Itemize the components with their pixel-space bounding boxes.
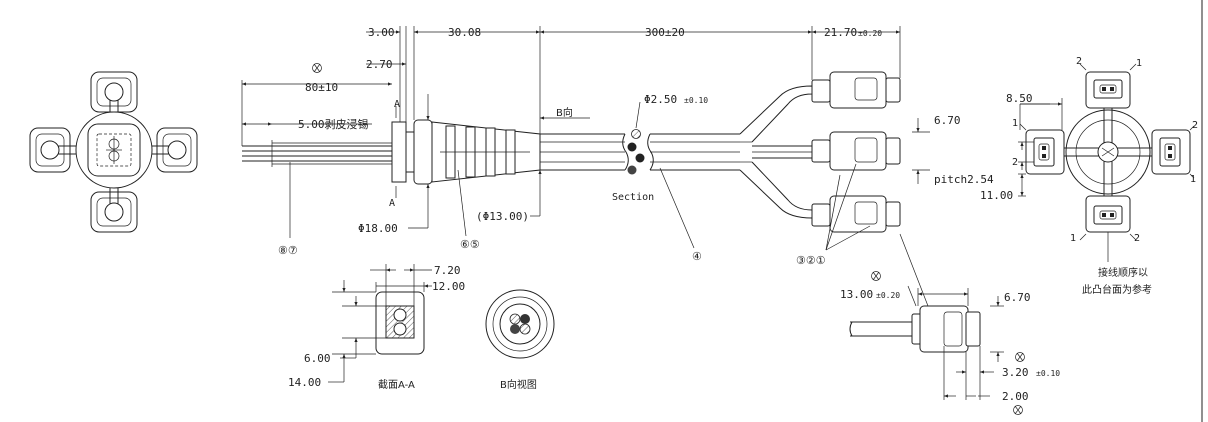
dim-13-00-tol: ±0.20 (876, 291, 900, 300)
connector-end-view (1018, 63, 1195, 262)
cable-side-view (242, 71, 901, 233)
dim-8-50: 8.50 (1006, 92, 1033, 105)
section-aa-view (328, 264, 432, 383)
dim-5-00: 5.00剥皮浸锡 (298, 117, 369, 131)
section-label: Section (612, 192, 654, 203)
critical-dimension-icon (1015, 352, 1025, 362)
dim-phi-13: (Φ13.00) (476, 210, 529, 223)
dim-3-20: 3.20 (1002, 366, 1029, 379)
dim-80: 80±10 (305, 81, 338, 94)
critical-dimension-icon (1013, 405, 1023, 415)
b-view-caption: B向视图 (500, 378, 537, 391)
dim-phi-2-50-tol: ±0.10 (684, 96, 708, 105)
callout-6-5: ⑥⑤ (460, 238, 480, 251)
dim-2-70: 2.70 (366, 58, 393, 71)
b-direction-label: B向 (556, 106, 573, 119)
section-a-bottom: A (389, 198, 395, 209)
pin-label: 1 (1012, 118, 1018, 129)
critical-dimension-icon (312, 63, 322, 73)
dim-phi-18: Φ18.00 (358, 222, 398, 235)
pin-label: 1 (1136, 58, 1142, 69)
splitter-end-view (29, 71, 198, 233)
section-aa-caption: 截面A-A (378, 378, 415, 391)
dim-12-00: 12.00 (432, 280, 465, 293)
wiring-note-line-2: 此凸台面为参考 (1082, 283, 1152, 296)
pin-label: 2 (1134, 233, 1140, 244)
dim-6-00: 6.00 (304, 352, 331, 365)
pin-label: 2 (1192, 120, 1198, 131)
critical-dimension-icon (871, 271, 881, 281)
dim-21-70-tol: ±0.20 (858, 29, 882, 38)
callout-8-7: ⑧⑦ (278, 244, 298, 257)
dim-21-70: 21.70 (824, 26, 857, 39)
dim-13-00: 13.00 (840, 288, 873, 301)
dim-3-00: 3.00 (368, 26, 395, 39)
dim-6-70-a: 6.70 (934, 114, 961, 127)
main-dimension-lines (241, 26, 930, 251)
callout-3-2-1: ③②① (796, 254, 826, 267)
pin-label: 2 (1012, 157, 1018, 168)
dim-11-00: 11.00 (980, 189, 1013, 202)
dim-2-00: 2.00 (1002, 390, 1029, 403)
b-view (485, 289, 555, 359)
dim-phi-2-50: Φ2.50 (644, 93, 677, 106)
wiring-note-line-1: 接线顺序以 (1098, 266, 1148, 279)
dim-30-08: 30.08 (448, 26, 481, 39)
pin-label: 2 (1076, 56, 1082, 67)
dim-7-20: 7.20 (434, 264, 461, 277)
dim-pitch: pitch2.54 (934, 173, 994, 186)
dim-3-20-tol: ±0.10 (1036, 369, 1060, 378)
connector-detail-view (849, 233, 1025, 415)
callout-4: ④ (692, 250, 702, 263)
dim-6-70-b: 6.70 (1004, 291, 1031, 304)
section-a-top: A (394, 99, 400, 110)
pin-label: 1 (1190, 174, 1196, 185)
pin-label: 1 (1070, 233, 1076, 244)
dim-300: 300±20 (645, 26, 685, 39)
dim-14-00: 14.00 (288, 376, 321, 389)
